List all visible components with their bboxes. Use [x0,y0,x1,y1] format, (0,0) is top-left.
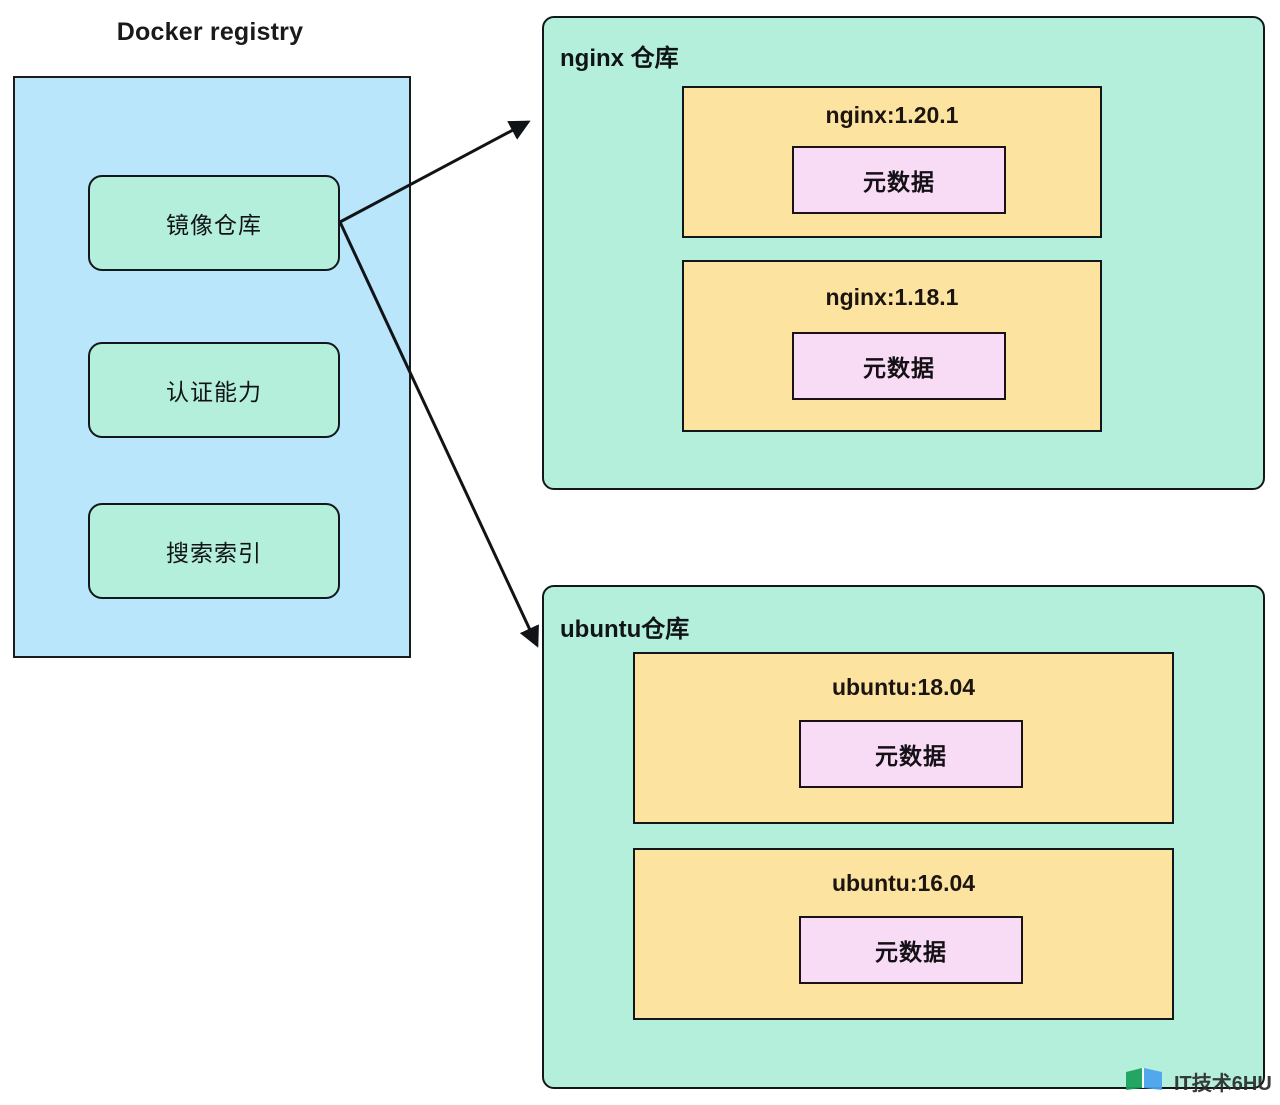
watermark: IT技术6HU [1124,1066,1272,1097]
capability-label: 搜索索引 [166,540,262,566]
capability-label: 认证能力 [166,379,262,405]
image-box-nginx-1-18-1[interactable]: nginx:1.18.1 元数据 [682,260,1102,432]
metadata-label: 元数据 [863,355,935,381]
metadata-box[interactable]: 元数据 [792,146,1006,214]
image-tag-label: ubuntu:16.04 [831,870,976,896]
metadata-box[interactable]: 元数据 [799,916,1023,984]
capability-box-authentication[interactable]: 认证能力 [88,342,340,438]
image-box-nginx-1-20-1[interactable]: nginx:1.20.1 元数据 [682,86,1102,238]
repository-panel-nginx: nginx 仓库 nginx:1.20.1 元数据 nginx:1.18.1 元… [542,16,1265,490]
watermark-text: IT技术6HU [1174,1073,1272,1095]
image-box-ubuntu-18-04[interactable]: ubuntu:18.04 元数据 [633,652,1174,824]
metadata-label: 元数据 [875,743,947,769]
book-icon [1124,1066,1168,1097]
capability-box-search-index[interactable]: 搜索索引 [88,503,340,599]
capability-box-image-repository[interactable]: 镜像仓库 [88,175,340,271]
docker-registry-panel: 镜像仓库 认证能力 搜索索引 [13,76,411,658]
repository-title: nginx 仓库 [560,45,679,72]
image-tag-label: nginx:1.20.1 [825,102,959,128]
capability-label: 镜像仓库 [166,212,262,238]
image-box-ubuntu-16-04[interactable]: ubuntu:16.04 元数据 [633,848,1174,1020]
metadata-box[interactable]: 元数据 [792,332,1006,400]
metadata-label: 元数据 [875,939,947,965]
image-tag-label: nginx:1.18.1 [825,284,959,310]
repository-title: ubuntu仓库 [560,616,690,643]
metadata-label: 元数据 [863,169,935,195]
metadata-box[interactable]: 元数据 [799,720,1023,788]
image-tag-label: ubuntu:18.04 [831,674,976,700]
repository-panel-ubuntu: ubuntu仓库 ubuntu:18.04 元数据 ubuntu:16.04 元… [542,585,1265,1089]
page-title: Docker registry [116,18,304,46]
